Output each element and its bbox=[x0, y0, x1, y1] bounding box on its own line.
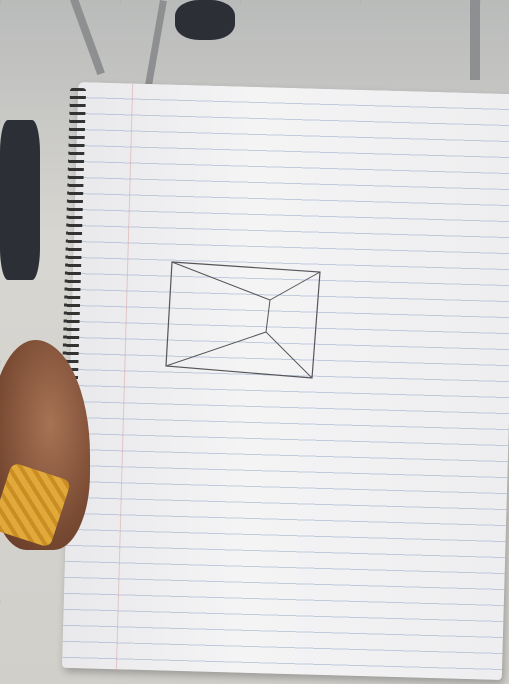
rectangle-outline bbox=[165, 261, 321, 379]
ridge-line bbox=[171, 261, 271, 301]
ridge-line bbox=[265, 331, 313, 379]
ridge-line bbox=[265, 299, 271, 333]
dark-object-left bbox=[0, 120, 40, 280]
roof-sketch bbox=[165, 261, 321, 379]
chair-leg bbox=[470, 0, 480, 80]
dark-object-top bbox=[175, 0, 235, 40]
page-margin-line bbox=[115, 83, 134, 670]
ridge-line bbox=[269, 271, 321, 301]
ridge-line bbox=[165, 331, 267, 367]
